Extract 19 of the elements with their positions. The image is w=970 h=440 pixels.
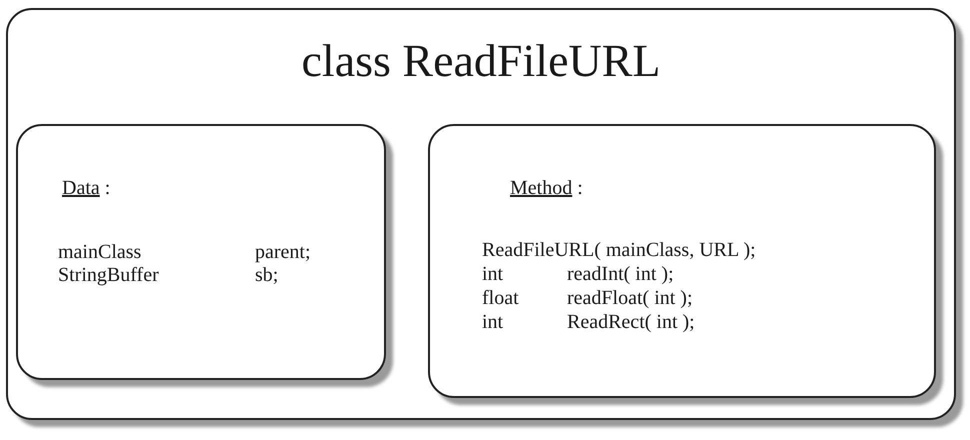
type-text: int <box>482 264 504 284</box>
member-text: sb; <box>255 265 278 285</box>
class-title: class ReadFileURL <box>300 38 662 84</box>
class-box <box>6 8 956 420</box>
type-text: StringBuffer <box>58 265 159 285</box>
type-text: mainClass <box>58 242 142 262</box>
section-box <box>428 124 936 398</box>
section-heading: Method <box>510 178 572 198</box>
colon-text: : <box>104 178 110 198</box>
type-text: int <box>482 312 504 332</box>
member-text: ReadRect( int ); <box>567 312 695 332</box>
section-box <box>16 124 386 380</box>
member-text: readInt( int ); <box>567 264 674 284</box>
member-text: parent; <box>255 242 311 262</box>
section-heading: Data <box>62 178 100 198</box>
type-text: float <box>482 288 519 308</box>
member-text: ReadFileURL( mainClass, URL ); <box>482 240 756 260</box>
member-text: readFloat( int ); <box>567 288 693 308</box>
colon-text: : <box>577 178 583 198</box>
